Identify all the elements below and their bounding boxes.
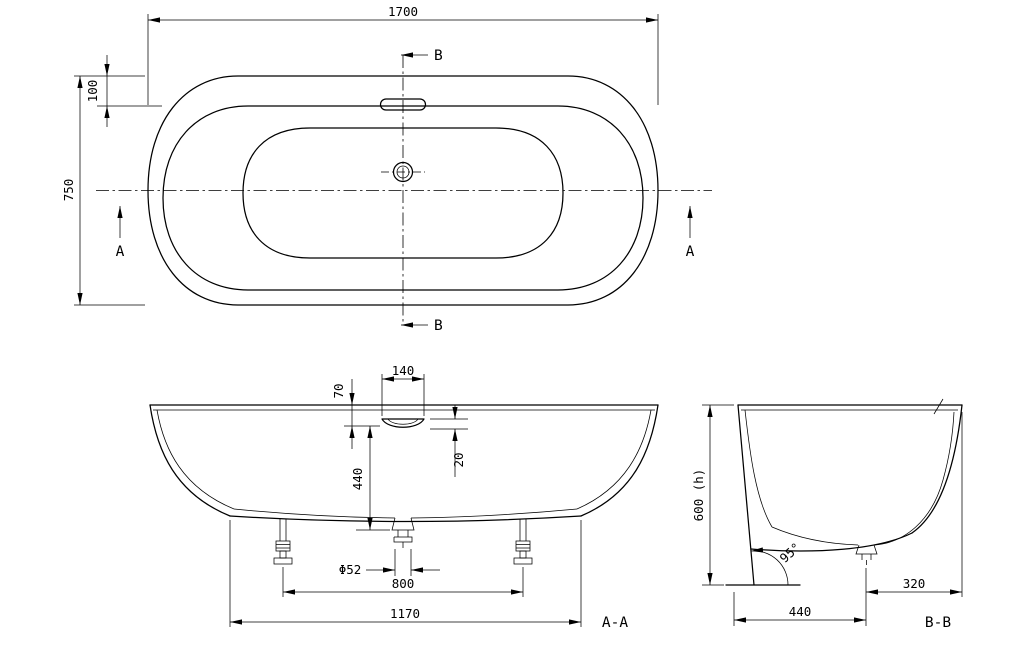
- dim-overall-length: 1700: [147, 4, 659, 105]
- dim-overall-width: 750: [61, 75, 145, 306]
- tub-rim-outline: [162, 105, 644, 291]
- tub-outer-outline: [147, 75, 659, 306]
- view-label-b-b: B-B: [925, 615, 951, 631]
- floor-inner: [233, 508, 578, 519]
- overflow-slot-inner: [387, 418, 419, 425]
- dim-base-length: 1170: [229, 520, 582, 627]
- dim-drain-to-front: 320: [865, 412, 963, 626]
- dim-base-length-label: 1170: [390, 606, 420, 621]
- overflow-slot-front: [381, 418, 425, 428]
- dim-rim-offset: 100: [85, 55, 162, 127]
- section-marker-b-bottom: B: [401, 318, 443, 334]
- front-view-section-a-a: 140 70 440 20 Φ52: [149, 363, 659, 631]
- dim-overflow-to-floor-label: 440: [350, 468, 365, 491]
- section-marker-b-top: B: [401, 48, 443, 64]
- dim-overflow-slot-label: 20: [451, 452, 466, 467]
- foot-base: [513, 557, 533, 565]
- dim-rim-offset-label: 100: [85, 80, 100, 103]
- dim-rim-to-overflow-label: 70: [331, 383, 346, 398]
- left-wall-outer: [149, 404, 231, 517]
- dim-overall-height: 600 (h): [691, 404, 734, 586]
- right-wall-outer: [580, 404, 659, 517]
- foot-shaft: [519, 550, 527, 559]
- dim-drain-diameter: Φ52: [339, 549, 440, 577]
- side-view-section-b-b: 95° 600 (h) 320 440 B-B: [691, 398, 963, 631]
- rim-tick: [933, 398, 944, 415]
- dim-feet-spacing-label: 800: [392, 576, 415, 591]
- dim-overflow-to-floor: 440: [350, 426, 390, 531]
- dim-overall-length-label: 1700: [388, 4, 418, 19]
- foot-nut: [515, 540, 531, 552]
- dim-overflow-width: 140: [381, 363, 425, 416]
- section-label-a-left: A: [116, 244, 125, 260]
- dim-back-to-drain-label: 440: [789, 604, 812, 619]
- left-wall-inner: [156, 409, 235, 510]
- basin-floor-side: [771, 411, 955, 546]
- back-wall-inner: [744, 409, 773, 528]
- foot-nut: [275, 540, 291, 552]
- back-wall-outer: [737, 404, 755, 586]
- dim-drain-to-front-label: 320: [903, 576, 926, 591]
- dim-rim-to-overflow: 70: [331, 379, 380, 449]
- section-label-b-top: B: [434, 48, 443, 64]
- foot-right: [513, 519, 533, 565]
- right-wall-inner: [576, 409, 652, 510]
- dim-overflow-width-label: 140: [392, 363, 415, 378]
- dim-back-wall-angle: 95°: [750, 540, 804, 586]
- dim-overall-height-label: 600 (h): [691, 469, 706, 522]
- foot-left: [273, 519, 293, 565]
- drain-fitting-side: [855, 544, 878, 565]
- top-view: 1700 750 100 B B A A: [61, 4, 712, 334]
- foot-stem-lines: [519, 519, 527, 541]
- dim-overflow-slot: 20: [430, 405, 468, 477]
- section-marker-a-right: A: [686, 206, 695, 260]
- bottom-outer: [229, 515, 582, 523]
- dim-drain-diameter-label: Φ52: [339, 562, 362, 577]
- drain-fitting-front: [391, 517, 415, 548]
- section-marker-a-left: A: [116, 206, 125, 260]
- section-label-a-right: A: [686, 244, 695, 260]
- dim-back-to-drain: 440: [733, 592, 866, 626]
- view-label-a-a: A-A: [602, 615, 628, 631]
- dim-feet-spacing: 800: [282, 567, 524, 597]
- angle-arc: [750, 547, 789, 586]
- tub-basin-outline: [242, 127, 564, 259]
- foot-shaft: [279, 550, 287, 559]
- section-label-b-bottom: B: [434, 318, 443, 334]
- foot-base: [273, 557, 293, 565]
- front-wall-outer-side: [911, 404, 963, 534]
- dim-overall-width-label: 750: [61, 179, 76, 202]
- dim-back-wall-angle-label: 95°: [777, 540, 804, 566]
- bottom-outer-side: [750, 532, 913, 552]
- foot-stem-lines: [279, 519, 287, 541]
